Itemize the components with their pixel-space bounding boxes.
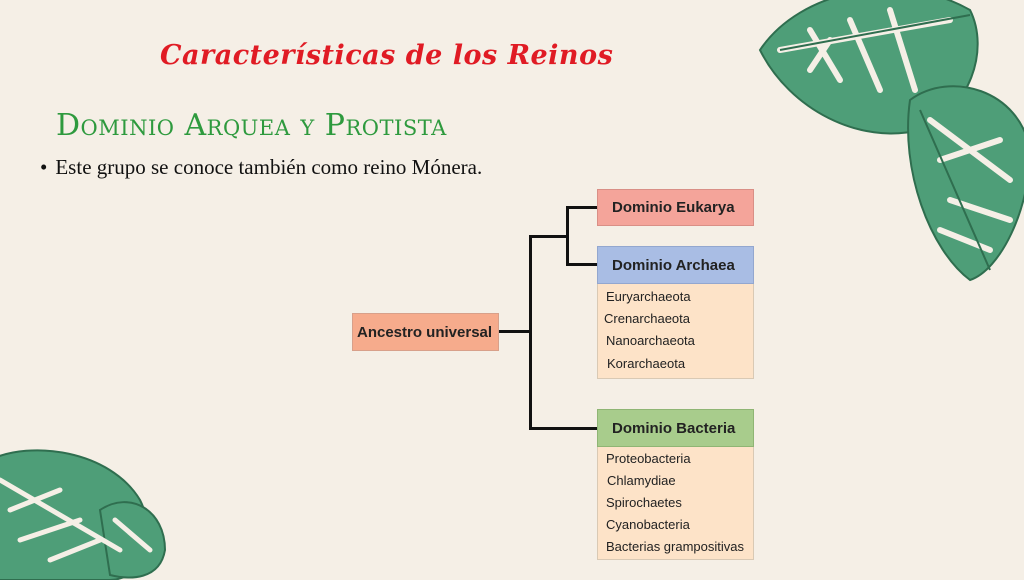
connector-line (566, 206, 569, 266)
list-item: Euryarchaeota (606, 289, 691, 304)
domain-bacteria: Dominio Bacteria (597, 409, 754, 447)
list-item: Nanoarchaeota (606, 333, 695, 348)
connector-line (529, 427, 597, 430)
slide-subtitle: Dominio Arquea y Protista (56, 108, 447, 143)
list-item: Proteobacteria (606, 451, 691, 466)
list-item: Crenarchaeota (604, 311, 690, 326)
domain-label: Dominio Bacteria (612, 419, 736, 437)
domain-label: Dominio Archaea (612, 256, 735, 274)
bullet-dot-icon: • (40, 155, 48, 179)
domain-eukarya: Dominio Eukarya (597, 189, 754, 226)
bacteria-list: Proteobacteria Chlamydiae Spirochaetes C… (597, 447, 754, 560)
root-label: Ancestro universal (357, 323, 493, 341)
list-item: Bacterias grampositivas (606, 539, 744, 554)
root-node: Ancestro universal (352, 313, 499, 351)
connector-line (529, 235, 532, 429)
domain-archaea: Dominio Archaea (597, 246, 754, 284)
slide-title: Características de los Reinos (160, 40, 614, 71)
list-item: Chlamydiae (607, 473, 676, 488)
connector-line (566, 206, 597, 209)
archaea-list: Euryarchaeota Crenarchaeota Nanoarchaeot… (597, 284, 754, 379)
connector-line (566, 263, 597, 266)
connector-line (529, 235, 568, 238)
connector-line (498, 330, 530, 333)
bullet-text: Este grupo se conoce también como reino … (55, 155, 483, 179)
bullet-point: • Este grupo se conoce también como reino… (40, 155, 482, 180)
list-item: Cyanobacteria (606, 517, 690, 532)
domain-label: Dominio Eukarya (612, 199, 735, 216)
list-item: Korarchaeota (607, 356, 686, 371)
monstera-leaf-icon (758, 0, 1024, 282)
monstera-leaf-icon (0, 449, 167, 580)
list-item: Spirochaetes (606, 495, 682, 510)
